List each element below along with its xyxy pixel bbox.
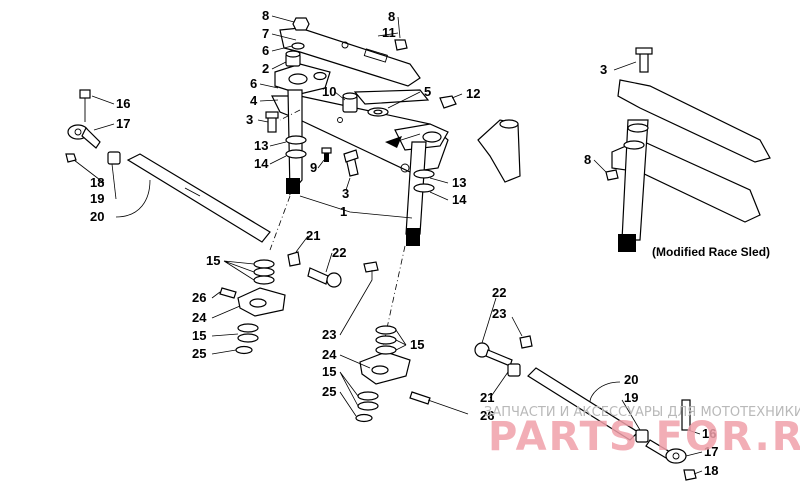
callout-18: 18 <box>704 463 718 478</box>
washer-top <box>291 42 305 50</box>
steering-post-left <box>285 89 307 196</box>
jam-nut-19-right <box>635 429 649 443</box>
nut-11 <box>394 39 408 51</box>
jam-nut-21-right <box>507 363 521 377</box>
callout-labels: 8 7 6 2 6 4 3 13 14 9 10 5 8 11 12 3 13 … <box>90 8 718 478</box>
callout-18: 18 <box>90 175 104 190</box>
watermark-logo: PARTS FOR.RU <box>488 414 800 460</box>
callout-14: 14 <box>254 156 269 171</box>
nut-top <box>292 17 310 31</box>
callout-8: 8 <box>584 152 591 167</box>
callout-20: 20 <box>90 209 104 224</box>
callout-20: 20 <box>624 372 638 387</box>
callout-25: 25 <box>192 346 206 361</box>
callout-10: 10 <box>322 84 336 99</box>
bolt-23-left <box>363 261 379 273</box>
bolt-10-tube <box>342 92 358 113</box>
callout-7: 7 <box>262 26 269 41</box>
callout-1: 1 <box>340 204 347 219</box>
callout-9: 9 <box>310 160 317 175</box>
pitman-arm-left <box>237 287 286 317</box>
callout-11: 11 <box>382 25 396 40</box>
cap-12 <box>439 95 457 109</box>
jam-nut-19-left <box>107 151 121 165</box>
callout-12: 12 <box>466 86 480 101</box>
callout-3: 3 <box>246 112 253 127</box>
callout-15: 15 <box>192 328 206 343</box>
callout-24: 24 <box>192 310 207 325</box>
nut-18-right <box>683 469 697 481</box>
callout-23: 23 <box>322 327 336 342</box>
bolt-3-center <box>343 149 359 177</box>
callout-14: 14 <box>452 192 467 207</box>
callout-6: 6 <box>262 43 269 58</box>
callout-21: 21 <box>480 390 494 405</box>
callout-13: 13 <box>452 175 466 190</box>
watermark: ЗАПЧАСТИ И АКСЕССУАРЫ ДЛЯ МОТОТЕХНИКИ PA… <box>484 405 800 460</box>
callout-6: 6 <box>250 76 257 91</box>
callout-16: 16 <box>116 96 130 111</box>
callout-3: 3 <box>600 62 607 77</box>
callout-3: 3 <box>342 186 349 201</box>
tie-rod-20-left <box>126 153 271 243</box>
inset-race-sled <box>605 47 771 252</box>
callout-15: 15 <box>206 253 220 268</box>
callout-4: 4 <box>250 93 258 108</box>
spindle-bracket <box>477 119 521 183</box>
washers-15-right <box>355 325 397 423</box>
tie-rod-end-right <box>645 439 687 464</box>
nut-18-left <box>65 153 77 163</box>
bolt-16-right <box>681 399 691 431</box>
callout-17: 17 <box>704 444 718 459</box>
callout-17: 17 <box>116 116 130 131</box>
bolt-23-right <box>519 335 533 349</box>
bolt-26-left <box>219 287 237 299</box>
rod-end-22-left <box>307 267 342 288</box>
callout-16: 16 <box>702 426 716 441</box>
callout-19: 19 <box>624 390 638 405</box>
callout-8: 8 <box>262 8 269 23</box>
callout-26: 26 <box>480 408 494 423</box>
callout-13: 13 <box>254 138 268 153</box>
callout-5: 5 <box>424 84 431 99</box>
bolt-26-right <box>409 391 431 405</box>
callout-22: 22 <box>332 245 346 260</box>
tie-rod-end-left <box>67 124 101 149</box>
callout-24: 24 <box>322 347 337 362</box>
bolt-9 <box>321 147 332 162</box>
upper-steering-arm <box>279 27 421 87</box>
callout-22: 22 <box>492 285 506 300</box>
washer-5 <box>367 107 389 117</box>
callout-15: 15 <box>410 337 424 352</box>
bolt-16-left <box>79 89 91 122</box>
inset-caption: (Modified Race Sled) <box>652 245 770 259</box>
callout-19: 19 <box>90 191 104 206</box>
rod-end-22-right <box>474 342 513 367</box>
callout-23: 23 <box>492 306 506 321</box>
steering-post-right <box>405 141 435 246</box>
callout-2: 2 <box>262 61 269 76</box>
callout-15: 15 <box>322 364 336 379</box>
bushing-2 <box>285 50 301 67</box>
pitman-arm-right <box>359 351 411 385</box>
callout-25: 25 <box>322 384 336 399</box>
watermark-tagline: ЗАПЧАСТИ И АКСЕССУАРЫ ДЛЯ МОТОТЕХНИКИ <box>484 405 800 420</box>
callout-26: 26 <box>192 290 206 305</box>
steering-post-arm <box>274 63 331 95</box>
leader-lines <box>73 15 703 475</box>
jam-nut-21-left <box>287 251 301 267</box>
callout-8: 8 <box>388 9 395 24</box>
steering-arm-right <box>385 123 449 151</box>
bolt-3-left <box>265 111 279 133</box>
callout-21: 21 <box>306 228 320 243</box>
